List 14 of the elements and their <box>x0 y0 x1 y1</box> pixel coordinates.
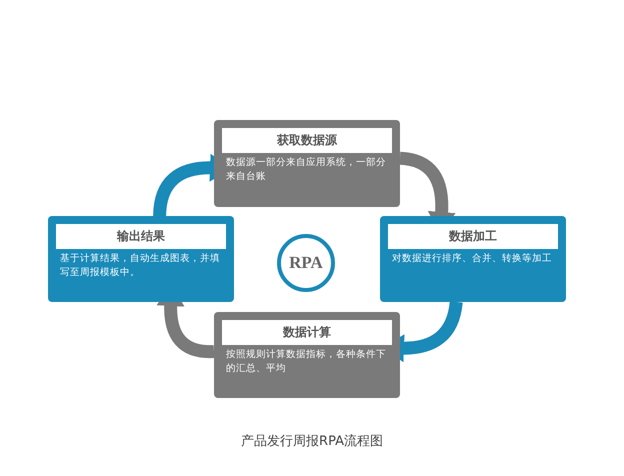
process-box <box>48 216 234 302</box>
box-description: 对数据进行排序、合并、转换等加工 <box>391 252 553 266</box>
process-box <box>214 312 400 398</box>
box-title: 数据加工 <box>388 224 558 249</box>
box-title: 获取数据源 <box>222 128 392 153</box>
circle-label: RPA <box>289 253 323 273</box>
box-description: 基于计算结果，自动生成图表，并填写至周报模板中。 <box>59 252 221 280</box>
caption: 产品发行周报RPA流程图 <box>240 433 384 450</box>
box-title: 数据计算 <box>222 320 392 345</box>
box-title: 输出结果 <box>56 224 226 249</box>
process-box <box>214 120 400 207</box>
box-description: 按照规则计算数据指标，各种条件下的汇总、平均 <box>225 348 387 376</box>
process-box <box>380 216 566 302</box>
box-description: 数据源一部分来自应用系统，一部分来自台账 <box>225 156 387 184</box>
